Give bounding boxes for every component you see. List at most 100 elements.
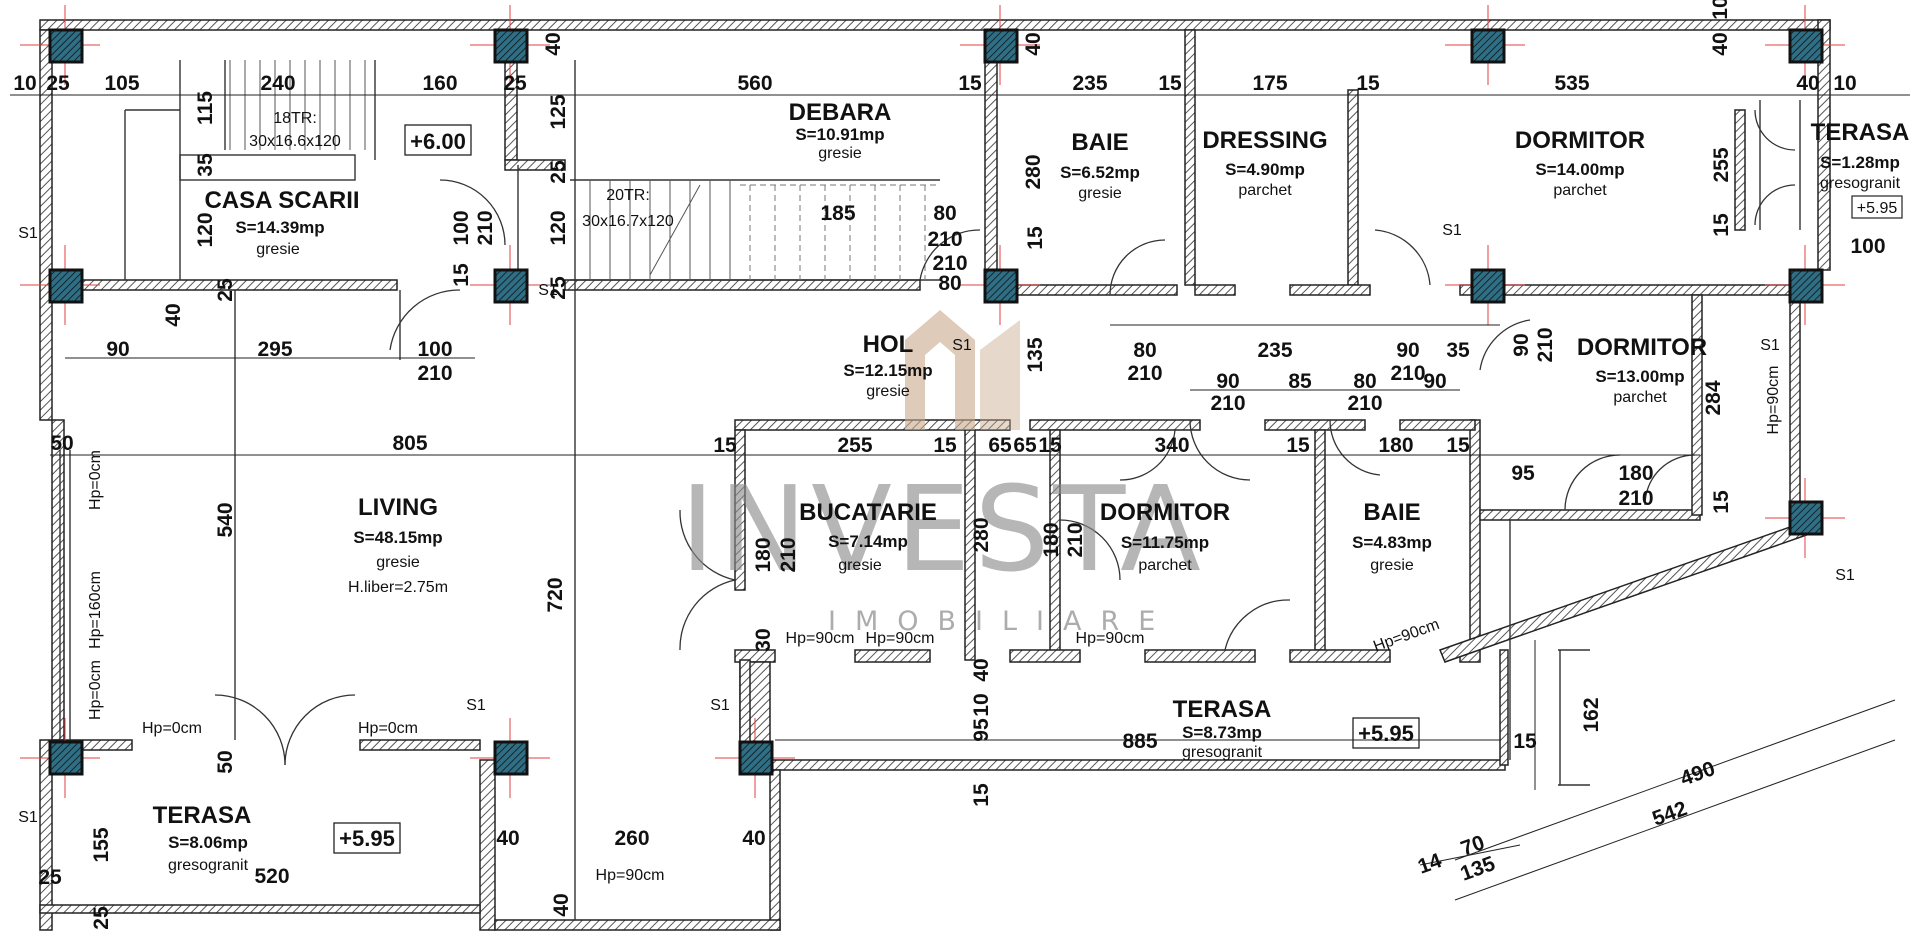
room-floor: gresie [1078, 185, 1122, 202]
dim-label: 80 [1133, 339, 1156, 362]
dim-label: 560 [737, 72, 772, 95]
dim-label: 80 [938, 272, 961, 295]
room-area: S=7.14mp [828, 532, 908, 551]
dim-label: 135 [1024, 337, 1047, 372]
dim-label: 284 [1702, 380, 1725, 415]
dim-label: 85 [1288, 370, 1312, 393]
room-level: +5.95 [339, 826, 395, 851]
room-area: S=8.73mp [1182, 723, 1262, 742]
column-tag: S1 [18, 809, 38, 826]
dim-label: 210 [1534, 327, 1557, 362]
dim-label: 10 [1709, 0, 1732, 20]
dim-label: 185 [820, 202, 855, 225]
room-debara: DEBARA S=10.91mp gresie [789, 99, 892, 162]
window-label: Hp=90cm [596, 867, 665, 884]
room-name: DORMITOR [1515, 127, 1645, 154]
dim-label: 540 [214, 502, 237, 537]
dim-label: 25 [547, 276, 570, 300]
room-floor: parchet [1553, 182, 1607, 199]
dim-label: 25 [90, 906, 113, 930]
column-tag: S1 [1760, 337, 1780, 354]
dim-label: 255 [837, 434, 872, 457]
column-tag: S1 [952, 337, 972, 354]
dim-label: 40 [970, 658, 993, 681]
dim-label: 15 [1513, 730, 1537, 753]
room-area: S=10.91mp [795, 125, 884, 144]
room-name: LIVING [358, 494, 438, 521]
dim-label: 235 [1257, 339, 1292, 362]
dim-label: 95 [1511, 462, 1535, 485]
window-label: Hp=0cm [87, 660, 104, 720]
dim-label: 90 [1423, 370, 1446, 393]
dim-label: 80 [933, 202, 956, 225]
room-area: S=14.00mp [1535, 160, 1624, 179]
room-floor: gresie [256, 241, 300, 258]
column-tag: S1 [466, 697, 486, 714]
room-labels: DEBARA S=10.91mp gresie BAIE S=6.52mp gr… [153, 99, 1910, 874]
dim-label: 25 [547, 160, 570, 184]
room-floor: gresie [1370, 557, 1414, 574]
dim-label: 65 [1013, 434, 1037, 457]
dim-label: 280 [970, 517, 993, 552]
room-name: BAIE [1363, 499, 1420, 526]
dim-label: 25 [503, 72, 527, 95]
dim-label: 210 [474, 210, 497, 245]
dim-label: 885 [1122, 730, 1157, 753]
room-floor: gresie [818, 145, 862, 162]
room-area: S=4.90mp [1225, 160, 1305, 179]
dim-label: 805 [392, 432, 427, 455]
dim-label: 180 [752, 537, 775, 572]
window-label: Hp=160cm [87, 571, 104, 649]
dim-label: 40 [162, 303, 185, 326]
room-area: S=13.00mp [1595, 367, 1684, 386]
room-floor: gresogranit [1182, 744, 1263, 761]
room-name: BAIE [1071, 129, 1128, 156]
room-dormitor-3: DORMITOR S=11.75mp parchet [1100, 499, 1230, 574]
dim-label: 50 [50, 432, 73, 455]
room-floor: gresogranit [168, 857, 249, 874]
dim-label: 40 [1796, 72, 1819, 95]
room-name: DORMITOR [1100, 499, 1230, 526]
stair-lower-size: 30x16.7x120 [582, 213, 674, 230]
dim-label: 210 [1064, 522, 1087, 557]
dim-label: 115 [194, 91, 217, 125]
room-casa-scarii: CASA SCARII S=14.39mp gresie [204, 187, 359, 258]
room-area: S=14.39mp [235, 218, 324, 237]
column-tags: S1 S1 S1 S1 S1 S1 S1 S1 S1 [18, 222, 1855, 826]
dim-label: 25 [38, 866, 62, 889]
column-tag: S1 [1442, 222, 1462, 239]
dim-label: 15 [933, 434, 957, 457]
dim-label: 535 [1554, 72, 1589, 95]
dim-label: 80 [1353, 370, 1376, 393]
dim-label: 25 [46, 72, 70, 95]
dim-label: 210 [417, 362, 452, 385]
column-tag: S1 [710, 697, 730, 714]
room-name: HOL [863, 331, 914, 358]
columns [20, 5, 1845, 798]
room-name: TERASA [1811, 119, 1910, 146]
dim-label: 210 [1127, 362, 1162, 385]
room-floor: gresie [376, 554, 420, 571]
dim-label: 295 [257, 338, 292, 361]
dim-label: 210 [1210, 392, 1245, 415]
dim-label: 65 [988, 434, 1012, 457]
dim-label: 15 [1286, 434, 1310, 457]
dim-label: 40 [550, 893, 573, 916]
room-terasa-left: TERASA S=8.06mp gresogranit +5.95 [153, 802, 401, 874]
dim-label: 180 [1040, 522, 1063, 557]
room-dormitor-1: DORMITOR S=14.00mp parchet [1515, 127, 1645, 199]
dim-label: 180 [1618, 462, 1653, 485]
dim-label: 15 [1356, 72, 1380, 95]
dim-label: 120 [547, 210, 570, 245]
dim-label: 340 [1154, 434, 1189, 457]
room-name: TERASA [1173, 696, 1272, 723]
dim-label: 90 [1396, 339, 1419, 362]
window-label: Hp=0cm [358, 720, 418, 737]
room-floor: parchet [1613, 389, 1667, 406]
dim-label: 260 [614, 827, 649, 850]
dim-label: 30 [752, 628, 775, 651]
dim-label: 40 [542, 32, 565, 55]
room-name: DORMITOR [1577, 334, 1707, 361]
dim-label: 35 [1446, 339, 1470, 362]
room-floor: parchet [1238, 182, 1292, 199]
